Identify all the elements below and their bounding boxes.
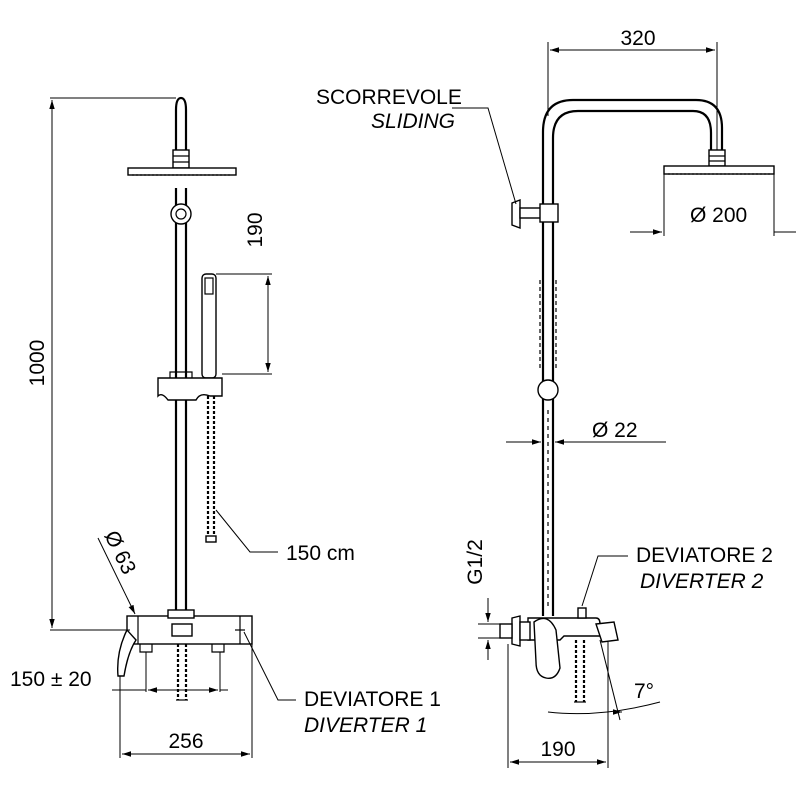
dim-hand-shower-offset: 190 [244, 212, 267, 247]
front-flange-right [211, 644, 225, 653]
label-deviatore-1: DEVIATORE 1 [304, 688, 441, 711]
dim-thread: G1/2 [464, 539, 487, 585]
dim-arm-reach: 320 [620, 27, 655, 50]
dim-mixer-width: 256 [168, 730, 203, 753]
label-deviatore-2: DEVIATORE 2 [636, 544, 773, 567]
side-diverter-2-knob [577, 607, 587, 619]
front-hand-shower [201, 273, 217, 379]
front-shower-head [127, 167, 237, 176]
front-top-arm [174, 96, 188, 155]
front-handle [117, 628, 137, 677]
side-bath-outlet [574, 640, 586, 702]
front-view [117, 96, 253, 701]
front-riser-bar [174, 188, 188, 618]
dim-spout-projection: 190 [540, 738, 575, 761]
dim-wall-distance: 150 ± 20 [10, 668, 92, 691]
front-bath-outlet [176, 644, 188, 700]
side-view [499, 98, 775, 703]
side-dimensions: 320 Ø 200 SCORREVOLE SLIDING Ø 22 G1/2 D… [316, 27, 796, 768]
side-wall-connection [511, 615, 521, 647]
label-diverter-1: DIVERTER 1 [304, 714, 427, 737]
dim-hose-length: 150 cm [286, 542, 355, 565]
side-sliding-bracket [511, 198, 521, 230]
front-ring-support [170, 203, 192, 225]
label-diverter-2: DIVERTER 2 [640, 570, 764, 593]
front-head-connector [172, 149, 190, 169]
label-sliding: SLIDING [371, 110, 455, 133]
front-dimensions: 1000 190 150 cm Ø 63 150 ± 20 256 DEVIAT… [10, 97, 441, 758]
front-slider [157, 377, 223, 401]
front-flange-left [139, 644, 153, 653]
label-scorrevole: SCORREVOLE [316, 86, 462, 109]
side-slider [537, 379, 559, 401]
side-riser-bar-and-arm [541, 98, 724, 616]
dim-height-total: 1000 [26, 340, 49, 387]
front-hose [206, 396, 216, 536]
side-head-connector [708, 149, 726, 167]
side-handle [533, 617, 561, 679]
dim-head-diameter: Ø 200 [690, 204, 747, 227]
dim-bar-diameter: Ø 22 [592, 419, 638, 442]
side-spout [595, 621, 619, 643]
dim-spout-angle: 7° [634, 680, 654, 703]
side-shower-head [663, 165, 775, 175]
